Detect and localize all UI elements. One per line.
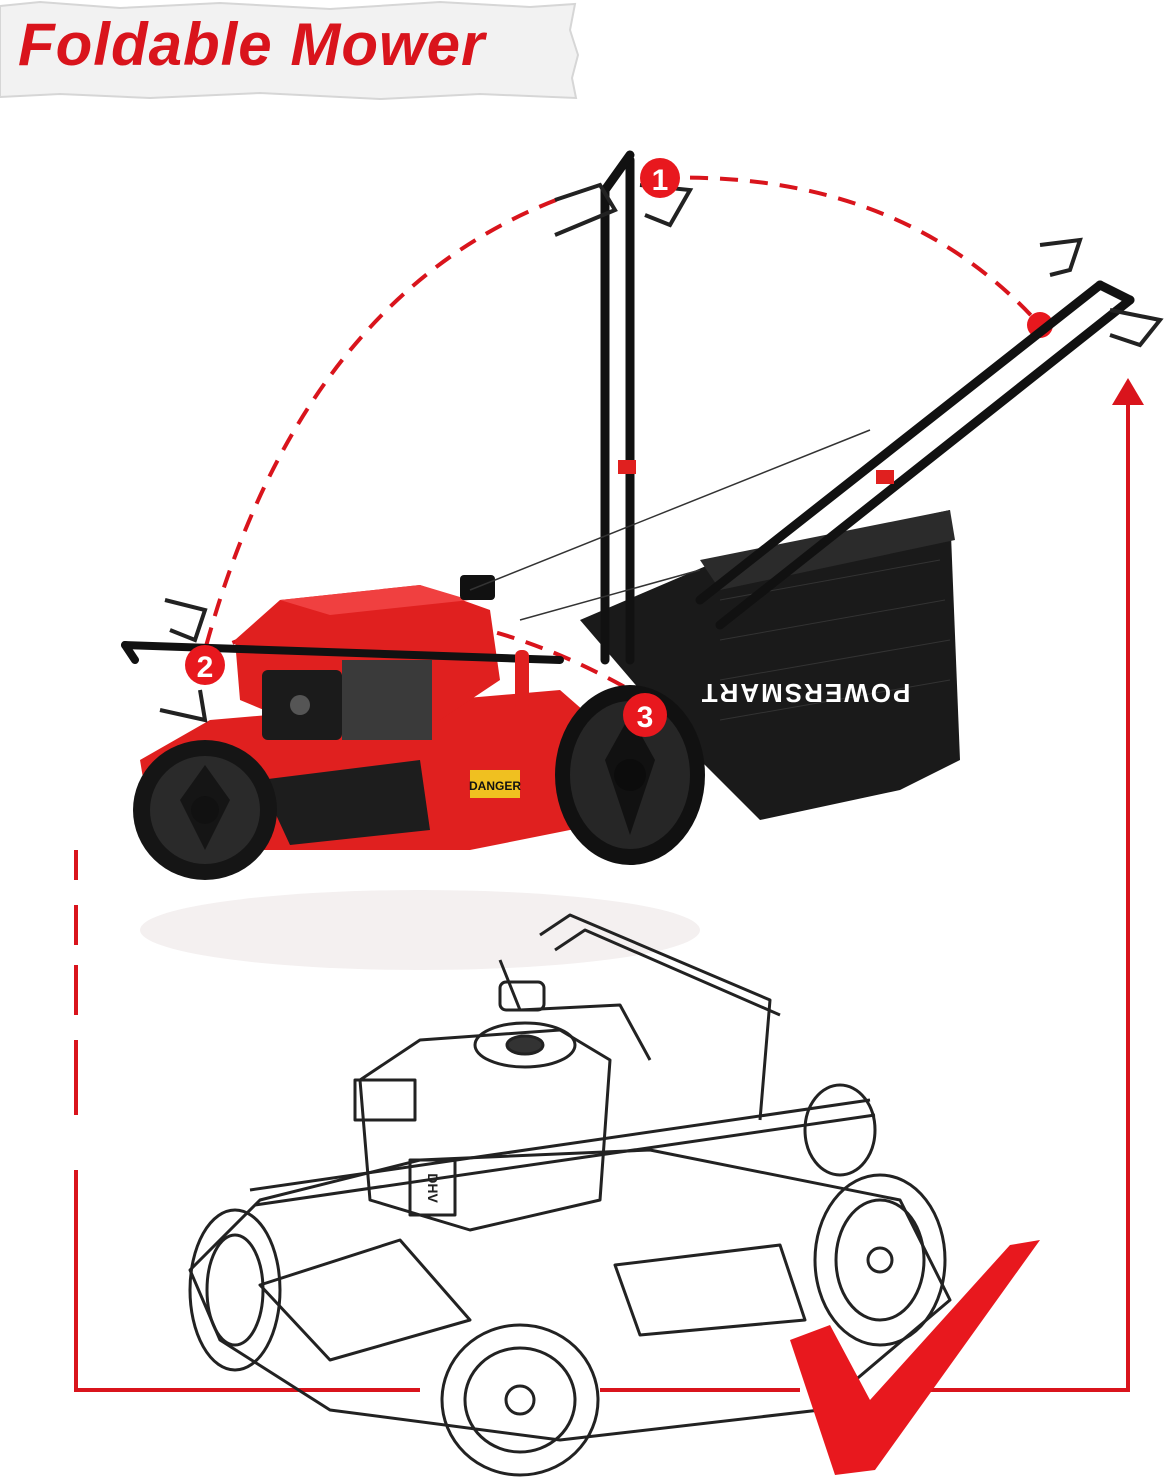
svg-text:1: 1 bbox=[652, 164, 669, 197]
title-banner: Foldable Mower bbox=[0, 0, 580, 101]
checkmark-icon bbox=[790, 1240, 1040, 1475]
svg-text:2: 2 bbox=[197, 651, 214, 684]
warning-sticker bbox=[470, 770, 520, 798]
step-marker-2: 2 bbox=[185, 645, 225, 685]
rear-wheel bbox=[555, 685, 705, 865]
torn-paper-background bbox=[0, 0, 580, 101]
step-marker-3: 3 bbox=[623, 693, 667, 737]
fold-path-arrow-icon bbox=[203, 175, 1042, 692]
svg-text:3: 3 bbox=[637, 701, 654, 734]
brand-label: POWERSMART bbox=[700, 678, 911, 708]
outline-guide bbox=[74, 400, 1130, 1392]
folded-mower-line-art: DHV bbox=[188, 913, 952, 1477]
warning-label: DANGER bbox=[469, 779, 521, 793]
step-marker-1: 1 bbox=[640, 158, 680, 198]
mower-photo: POWERSMART DANGER bbox=[121, 150, 1164, 970]
up-arrow-icon bbox=[1112, 378, 1144, 405]
front-wheel bbox=[133, 740, 277, 880]
page-title: Foldable Mower bbox=[18, 11, 486, 78]
